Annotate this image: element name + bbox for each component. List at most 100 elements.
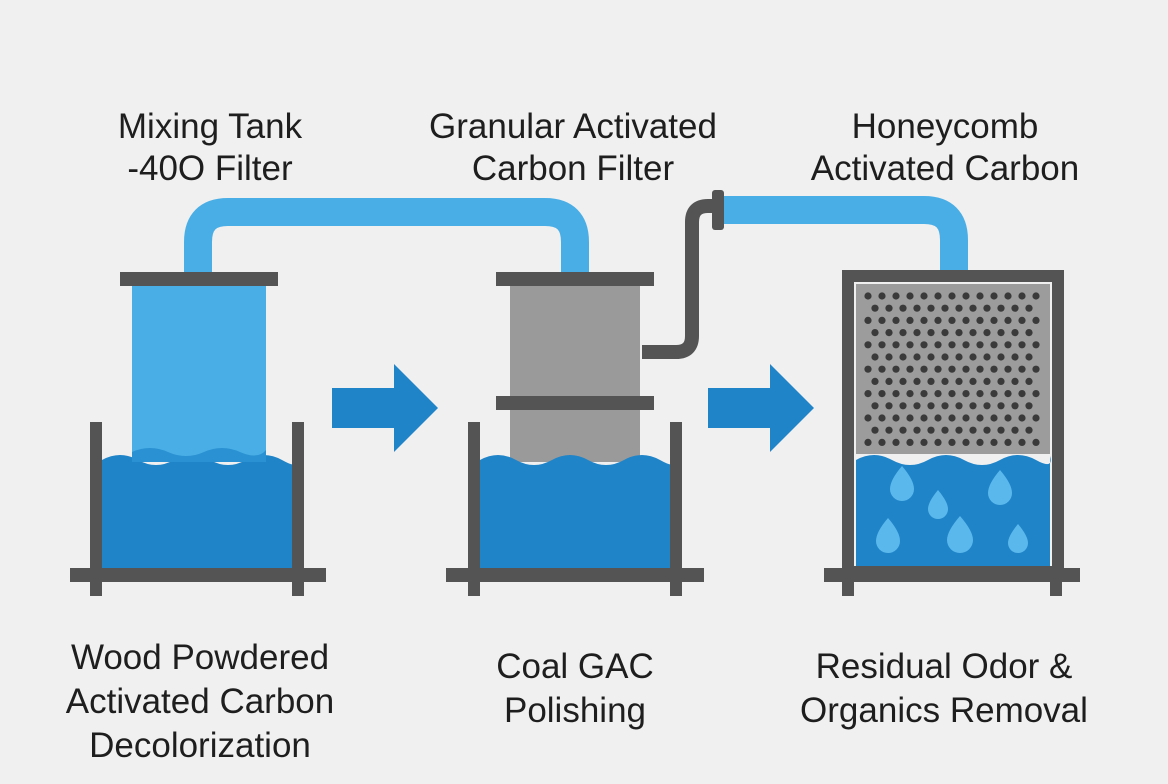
- honeycomb-hole: [948, 365, 956, 373]
- honeycomb-hole: [997, 402, 1005, 410]
- honeycomb-hole: [871, 426, 879, 434]
- mixing-tank-water: [102, 455, 295, 568]
- honeycomb-hole: [864, 292, 872, 300]
- honeycomb-hole: [983, 329, 991, 337]
- honeycomb-hole: [1025, 402, 1033, 410]
- honeycomb-hole: [976, 390, 984, 398]
- water-droplet-icon: [928, 490, 948, 519]
- honeycomb-hole: [976, 292, 984, 300]
- honeycomb-hole: [1032, 438, 1040, 446]
- honeycomb-hole: [927, 304, 935, 312]
- honeycomb-hole: [927, 329, 935, 337]
- gac-filter-description-line-1: Coal GAC: [496, 647, 654, 686]
- honeycomb-hole: [878, 390, 886, 398]
- honeycomb-hole: [1032, 365, 1040, 373]
- honeycomb-hole: [976, 365, 984, 373]
- honeycomb-hole: [941, 426, 949, 434]
- honeycomb-hole: [899, 377, 907, 385]
- honeycomb-hole: [962, 365, 970, 373]
- honeycomb-hole: [864, 341, 872, 349]
- honeycomb-hole: [892, 414, 900, 422]
- honeycomb-hole: [920, 316, 928, 324]
- honeycomb-hole: [878, 438, 886, 446]
- honeycomb-hole: [983, 353, 991, 361]
- honeycomb-hole: [934, 414, 942, 422]
- honeycomb-hole: [990, 390, 998, 398]
- honeycomb-hole: [913, 304, 921, 312]
- honeycomb-hole: [1004, 390, 1012, 398]
- honeycomb-hole: [885, 353, 893, 361]
- honeycomb-hole: [899, 402, 907, 410]
- gac-filter-title-line-2: Carbon Filter: [471, 149, 675, 188]
- honeycomb-hole: [976, 414, 984, 422]
- water-droplet-icon: [1008, 524, 1028, 553]
- gac-mid-band: [496, 396, 654, 410]
- honeycomb-hole: [927, 426, 935, 434]
- honeycomb-hole: [1018, 341, 1026, 349]
- honeycomb-hole: [913, 329, 921, 337]
- honeycomb-hole: [871, 329, 879, 337]
- honeycomb-hole: [878, 341, 886, 349]
- honeycomb-hole: [962, 292, 970, 300]
- gac-filter-title-line-1: Granular Activated: [429, 107, 717, 146]
- mixing-tank-base: [70, 568, 326, 582]
- honeycomb-hole: [1032, 390, 1040, 398]
- honeycomb-hole: [1004, 292, 1012, 300]
- gac-filter-description-line-2: Polishing: [503, 691, 647, 730]
- honeycomb-hole: [1011, 402, 1019, 410]
- honeycomb-hole: [1032, 341, 1040, 349]
- honeycomb-hole: [1018, 438, 1026, 446]
- honeycomb-hole: [920, 365, 928, 373]
- pipe-elbow-joint: [712, 190, 724, 230]
- honeycomb-hole: [969, 329, 977, 337]
- honeycomb-hole: [983, 304, 991, 312]
- mixing-tank-left-wall: [90, 422, 102, 596]
- honeycomb-hole: [948, 292, 956, 300]
- honeycomb-hole: [962, 390, 970, 398]
- gac-filter-description: Coal GAC Polishing: [430, 645, 720, 733]
- honeycomb-hole: [906, 390, 914, 398]
- honeycomb-hole: [1032, 316, 1040, 324]
- honeycomb-hole: [1011, 353, 1019, 361]
- honeycomb-hole: [990, 365, 998, 373]
- honeycomb-hole-grid: [864, 292, 1040, 446]
- honeycomb-hole: [948, 390, 956, 398]
- honeycomb-hole: [927, 377, 935, 385]
- honeycomb-hole: [878, 316, 886, 324]
- gac-tank-left-wall: [468, 422, 480, 596]
- honeycomb-hole: [948, 414, 956, 422]
- honeycomb-hole: [948, 341, 956, 349]
- honeycomb-hole: [1025, 304, 1033, 312]
- honeycomb-hole: [871, 353, 879, 361]
- honeycomb-hole: [941, 377, 949, 385]
- honeycomb-tank-base: [824, 568, 1080, 582]
- water-droplet-icon: [947, 516, 973, 553]
- honeycomb-hole: [899, 353, 907, 361]
- flow-arrow-icon: [332, 364, 438, 452]
- honeycomb-hole: [955, 402, 963, 410]
- honeycomb-hole: [990, 341, 998, 349]
- gac-tank-water: [480, 455, 673, 568]
- honeycomb-hole: [997, 304, 1005, 312]
- honeycomb-hole: [892, 292, 900, 300]
- honeycomb-hole: [1004, 414, 1012, 422]
- honeycomb-hole: [899, 329, 907, 337]
- honeycomb-hole: [976, 438, 984, 446]
- pipe-gac-to-honeycomb-blue: [724, 196, 968, 274]
- honeycomb-hole: [955, 329, 963, 337]
- honeycomb-hole: [920, 414, 928, 422]
- honeycomb-hole: [997, 377, 1005, 385]
- honeycomb-hole: [920, 341, 928, 349]
- honeycomb-hole: [1018, 316, 1026, 324]
- honeycomb-hole: [899, 304, 907, 312]
- honeycomb-hole: [906, 292, 914, 300]
- gac-tank-base: [446, 568, 704, 582]
- honeycomb-hole: [1025, 377, 1033, 385]
- gac-filter-stage: [446, 272, 704, 596]
- honeycomb-hole: [969, 304, 977, 312]
- honeycomb-hole: [1018, 292, 1026, 300]
- honeycomb-hole: [1011, 304, 1019, 312]
- honeycomb-description-line-1: Residual Odor &: [815, 647, 1073, 686]
- honeycomb-hole: [1004, 438, 1012, 446]
